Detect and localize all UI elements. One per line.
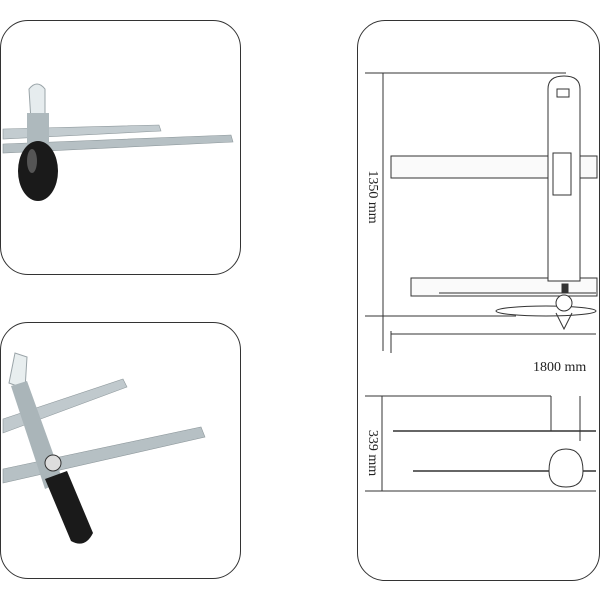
nose-outline [548, 448, 584, 488]
drawing-panel: 1350 mm 1800 mm 339 mm [357, 20, 600, 581]
upper-wing-outline [390, 155, 598, 179]
fuselage-panel [552, 152, 572, 196]
width-dimension-label: 1800 mm [533, 360, 586, 375]
nose-highlight [27, 149, 37, 173]
thickness-dimension-label: 339 mm [365, 430, 380, 476]
motor-outline [555, 294, 573, 312]
motor-hub [44, 454, 62, 472]
drone-front-photo [2, 83, 234, 201]
lower-wing [2, 134, 234, 154]
lower-wing-outline [410, 277, 598, 297]
drone-perspective-photo [2, 352, 206, 544]
nose-cone [18, 141, 58, 201]
technical-drawing: 1350 mm 1800 mm 339 mm [365, 72, 598, 492]
nose-tip-outline [555, 312, 573, 331]
vent-detail [561, 283, 569, 293]
height-dimension-label: 1350 mm [365, 170, 380, 223]
upper-wing [2, 124, 162, 140]
photo-panel-bottom [0, 322, 241, 579]
fuselage-outline [547, 75, 581, 282]
nose-cone [45, 471, 93, 544]
fuselage-tail-detail [556, 88, 570, 98]
propeller-outline [495, 305, 597, 317]
photo-panel-top [0, 20, 241, 275]
